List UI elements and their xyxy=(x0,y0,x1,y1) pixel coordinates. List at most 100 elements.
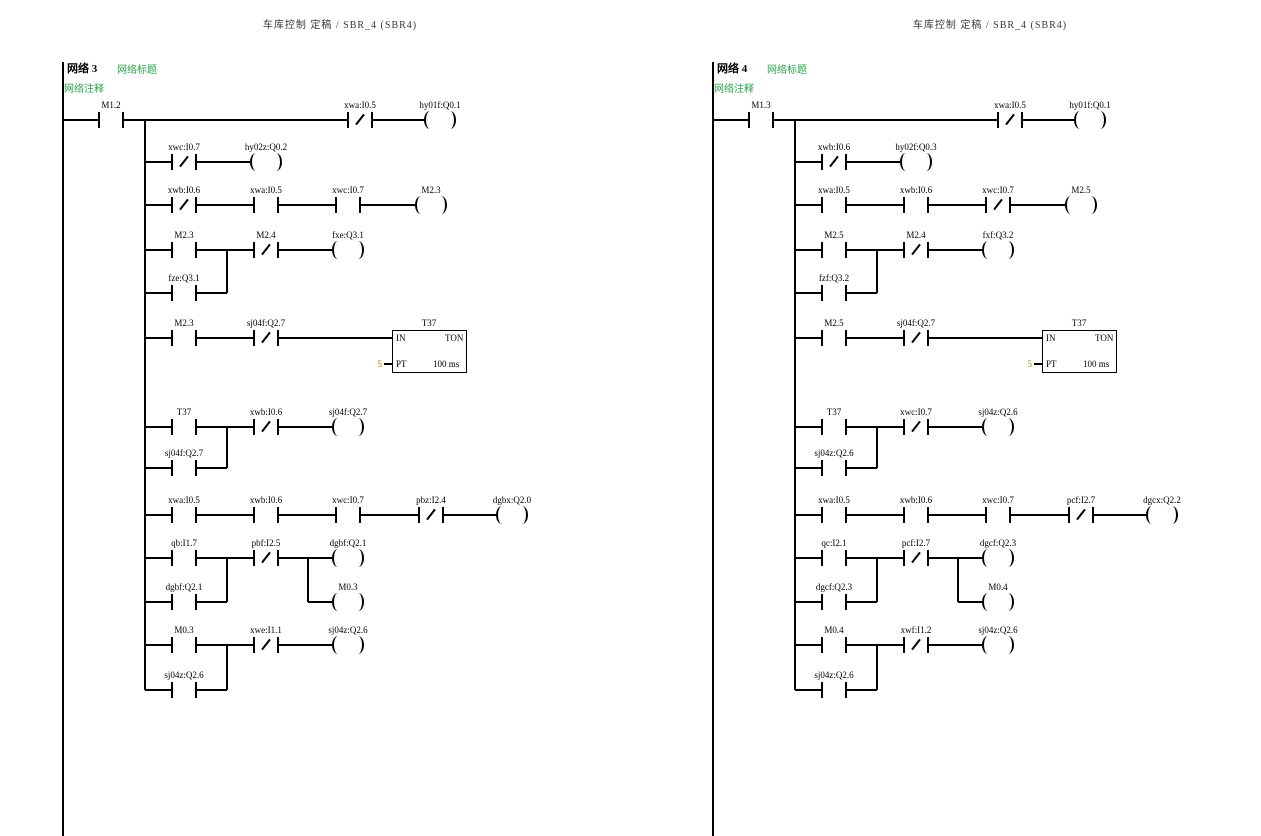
coil-right-arc xyxy=(352,593,364,611)
contact-bar xyxy=(985,507,987,523)
coil-right-arc xyxy=(1002,636,1014,654)
coil-left-arc xyxy=(424,111,436,129)
wire-horizontal xyxy=(145,161,173,163)
contact-bar xyxy=(253,419,255,435)
coil-left-arc xyxy=(250,153,262,171)
coil-right-arc xyxy=(352,549,364,567)
wire-horizontal xyxy=(1021,119,1074,121)
coil-right-arc xyxy=(352,241,364,259)
nc-slash xyxy=(911,420,921,433)
coil-label: hy01f:Q0.1 xyxy=(1069,100,1111,110)
coil-label: sj04z:Q2.6 xyxy=(978,407,1018,417)
contact-bar xyxy=(253,330,255,346)
contact-bar xyxy=(903,637,905,653)
contact-bar xyxy=(171,460,173,476)
no-contact-label: xwb:I0.6 xyxy=(899,185,933,195)
wire-horizontal xyxy=(145,467,173,469)
coil-right-arc xyxy=(1085,196,1097,214)
wire-horizontal xyxy=(845,292,877,294)
contact-bar xyxy=(821,197,823,213)
coil-label: dgcf:Q2.3 xyxy=(979,538,1017,548)
wire-horizontal xyxy=(442,514,496,516)
wire-vertical xyxy=(876,427,878,468)
network-title: 网络标题 xyxy=(117,65,157,76)
wire-vertical xyxy=(226,250,228,293)
timer-type-label: TON xyxy=(445,333,464,343)
wire-horizontal xyxy=(845,601,877,603)
no-contact-label: M2.5 xyxy=(824,230,844,240)
contact-bar xyxy=(253,242,255,258)
wire-vertical xyxy=(876,250,878,293)
contact-bar xyxy=(253,550,255,566)
wire-vertical xyxy=(876,645,878,690)
coil-left-arc xyxy=(415,196,427,214)
no-contact-label: xwb:I0.6 xyxy=(899,495,933,505)
contact-bar xyxy=(821,419,823,435)
nc-contact-label: xwb:I0.6 xyxy=(817,142,851,152)
no-contact-label: xwc:I0.7 xyxy=(332,495,364,505)
nc-slash xyxy=(261,551,271,564)
wire-horizontal xyxy=(927,249,982,251)
wire-horizontal xyxy=(795,514,823,516)
contact-bar xyxy=(253,637,255,653)
wire-horizontal xyxy=(145,514,173,516)
no-contact-label: fze:Q3.1 xyxy=(168,273,200,283)
coil-label: fxe:Q3.1 xyxy=(332,230,364,240)
coil-left-arc xyxy=(982,549,994,567)
wire-horizontal xyxy=(145,689,173,691)
coil-left-arc xyxy=(982,593,994,611)
nc-contact-label: xwc:I0.7 xyxy=(982,185,1014,195)
timer-base-label: 100 ms xyxy=(433,359,460,369)
page-header: 车库控制 定稿 / SBR_4 (SBR4) xyxy=(912,20,1068,31)
nc-contact-label: M2.4 xyxy=(256,230,276,240)
coil-left-arc xyxy=(332,418,344,436)
coil-right-arc xyxy=(1002,593,1014,611)
coil-label: M2.5 xyxy=(1071,185,1091,195)
nc-contact-label: xwb:I0.6 xyxy=(167,185,201,195)
wire-horizontal xyxy=(845,467,877,469)
contact-bar xyxy=(903,242,905,258)
no-contact-label: sj04z:Q2.6 xyxy=(814,448,854,458)
coil-left-arc xyxy=(1074,111,1086,129)
wire-vertical xyxy=(307,558,309,602)
coil-label: M0.3 xyxy=(338,582,358,592)
no-contact-label: sj04f:Q2.7 xyxy=(164,448,204,458)
coil-label: M2.3 xyxy=(421,185,441,195)
coil-label: sj04z:Q2.6 xyxy=(328,625,368,635)
no-contact-label: qb:I1.7 xyxy=(171,538,197,548)
wire-vertical xyxy=(226,645,228,690)
nc-contact-label: xwa:I0.5 xyxy=(994,100,1026,110)
coil-left-arc xyxy=(982,636,994,654)
wire-horizontal xyxy=(927,204,987,206)
wire-horizontal xyxy=(384,363,392,365)
wire-horizontal xyxy=(1009,514,1070,516)
nc-contact-label: xwb:I0.6 xyxy=(249,407,283,417)
nc-contact-label: xwf:I1.2 xyxy=(900,625,932,635)
wire-horizontal xyxy=(845,161,900,163)
coil-label: hy01f:Q0.1 xyxy=(419,100,461,110)
coil-label: dgbx:Q2.0 xyxy=(492,495,532,505)
contact-bar xyxy=(821,154,823,170)
wire-horizontal xyxy=(277,644,332,646)
coil-right-arc xyxy=(352,418,364,436)
network-title: 网络标题 xyxy=(767,65,807,76)
wire-vertical xyxy=(876,558,878,602)
nc-slash xyxy=(911,638,921,651)
timer-type-label: TON xyxy=(1095,333,1114,343)
wire-horizontal xyxy=(145,601,173,603)
contact-bar xyxy=(171,507,173,523)
coil-label: dgbf:Q2.1 xyxy=(329,538,367,548)
contact-bar xyxy=(98,112,100,128)
wire-horizontal xyxy=(145,557,173,559)
coil-right-arc xyxy=(920,153,932,171)
no-contact-label: M2.3 xyxy=(174,318,194,328)
coil-right-arc xyxy=(352,636,364,654)
wire-horizontal xyxy=(1009,204,1065,206)
timer-in-label: IN xyxy=(1046,333,1056,343)
contact-bar xyxy=(171,419,173,435)
network-label: 网络 3 xyxy=(67,63,98,75)
nc-contact-label: xwe:I1.1 xyxy=(250,625,282,635)
timer-pt-value: 5 xyxy=(377,359,383,369)
wire-horizontal xyxy=(1092,514,1146,516)
